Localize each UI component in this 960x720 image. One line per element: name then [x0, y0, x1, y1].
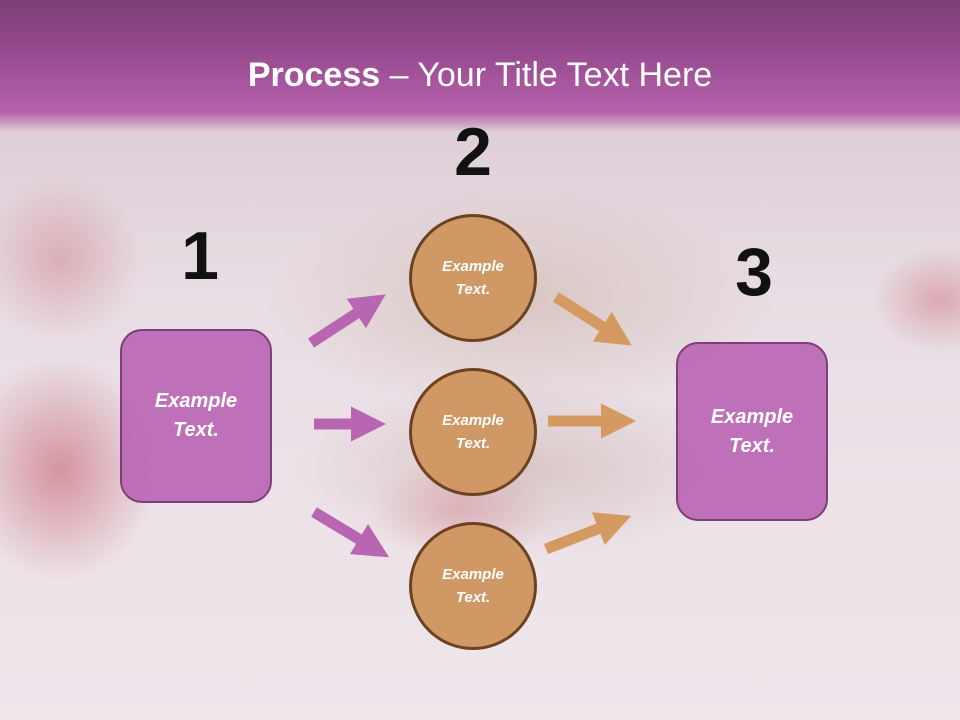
step-number-3: 3 — [735, 234, 773, 310]
step-1-text: Example Text. — [154, 390, 238, 441]
title-banner — [0, 0, 960, 132]
step-number-1: 1 — [181, 218, 219, 294]
circle-top-text: Example Text. — [442, 258, 504, 298]
step-2-circle-middle[interactable]: Example Text. — [409, 368, 537, 496]
arrow-1-to-bottom — [311, 507, 390, 558]
step-3-text: Example Text. — [710, 405, 794, 457]
step-2-circle-top[interactable]: Example Text. — [409, 214, 537, 342]
step-1-box[interactable]: Example Text. — [120, 329, 272, 503]
arrow-top-to-3 — [553, 292, 632, 346]
step-2-circle-bottom[interactable]: Example Text. — [409, 522, 537, 650]
arrow-bottom-to-3 — [544, 512, 632, 555]
circle-bottom-text: Example Text. — [442, 566, 504, 606]
arrow-1-to-top — [307, 294, 386, 348]
slide-title: Process – Your Title Text Here — [0, 54, 960, 96]
step-number-2: 2 — [454, 114, 492, 190]
step-3-box[interactable]: Example Text. — [676, 342, 828, 521]
title-bold: Process — [247, 56, 381, 94]
title-rest: – Your Title Text Here — [380, 56, 713, 94]
circle-middle-text: Example Text. — [442, 412, 504, 452]
